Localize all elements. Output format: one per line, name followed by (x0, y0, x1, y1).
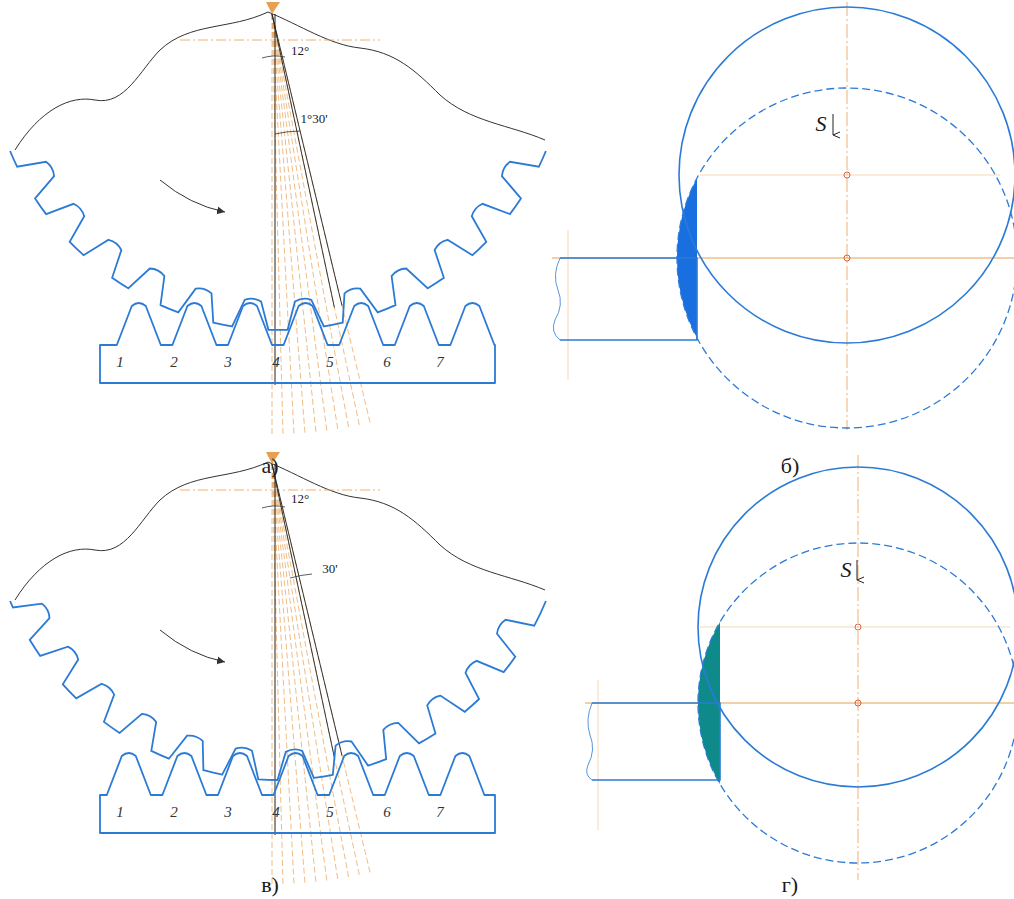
position-number: 1 (116, 355, 124, 370)
angle-label: 30' (321, 562, 338, 575)
panel-caption: б) (781, 455, 800, 477)
fan-line (272, 464, 294, 883)
fan-line (272, 464, 349, 877)
position-number: 1 (116, 805, 124, 820)
position-number: 2 (170, 355, 178, 370)
fan-line (272, 464, 327, 880)
position-number: 5 (326, 355, 334, 370)
fan-line (272, 464, 338, 879)
angle-label: 12° (290, 492, 310, 505)
position-number: 6 (383, 805, 391, 820)
gear-rack-a (10, 2, 546, 434)
rack-teeth (100, 303, 495, 383)
fan-line (272, 14, 305, 433)
feed-symbol: S (816, 113, 827, 135)
fan-line (272, 464, 359, 875)
fan-line (272, 14, 283, 434)
rack-teeth (100, 753, 495, 833)
panel-caption: г) (782, 874, 798, 896)
angle-fan (266, 2, 370, 434)
fan-line (272, 464, 305, 883)
ref-line (272, 14, 342, 306)
position-number: 3 (224, 805, 232, 820)
fan-line (272, 464, 316, 882)
position-number: 7 (436, 805, 444, 820)
angle-fan (266, 452, 370, 884)
position-number: 7 (436, 355, 444, 370)
ref-line (272, 464, 334, 757)
gear-rack-v (10, 452, 546, 884)
panel-caption: а) (261, 455, 278, 477)
position-number: 6 (383, 355, 391, 370)
ref-line (272, 464, 342, 756)
rack-outline (100, 753, 495, 833)
position-number: 3 (224, 355, 232, 370)
angle-label: 1°30' (299, 112, 328, 125)
fan-line (272, 14, 349, 427)
hob-section-g (585, 455, 1014, 880)
fan-line (272, 14, 316, 432)
ref-line (272, 14, 334, 307)
fan-line (272, 14, 370, 422)
fan-line (272, 464, 273, 884)
fan-line (272, 464, 283, 884)
gear-outline (10, 151, 546, 330)
position-number: 5 (326, 805, 334, 820)
panel-caption: в) (261, 874, 279, 896)
gear-teeth (10, 151, 546, 330)
position-number: 2 (170, 805, 178, 820)
fan-line (272, 14, 294, 433)
fan-apex (266, 2, 280, 14)
fan-line (272, 14, 338, 429)
fan-line (272, 14, 327, 430)
fan-line (272, 14, 359, 425)
position-number: 4 (272, 805, 280, 820)
position-number: 4 (272, 355, 280, 370)
feed-symbol: S (841, 559, 852, 581)
hob-section-b (552, 2, 1014, 430)
angle-label: 12° (290, 44, 310, 57)
rack-outline (100, 303, 495, 383)
fan-line (272, 14, 273, 434)
fan-line (272, 464, 370, 872)
